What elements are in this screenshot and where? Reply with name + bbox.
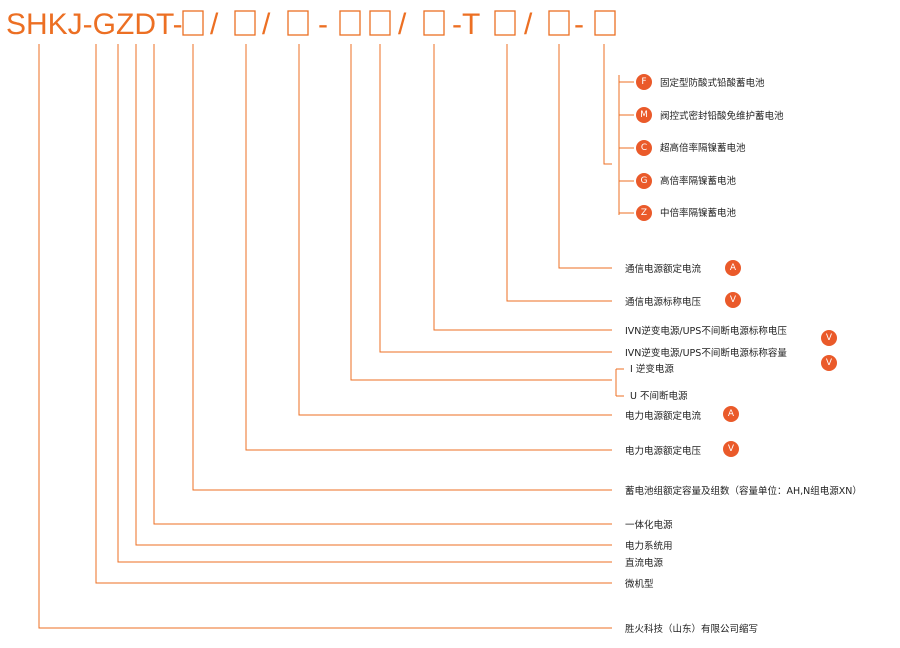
battery-type-f: F 固定型防酸式铅酸蓄电池 bbox=[636, 74, 765, 90]
battery-type-m-label: 阀控式密封铅酸免维护蓄电池 bbox=[660, 110, 784, 122]
leader-lines bbox=[38, 44, 634, 629]
badge-g-letter: G bbox=[641, 176, 648, 186]
leader-battery-group bbox=[192, 44, 612, 491]
comm-current-label: 通信电源额定电流 bbox=[625, 263, 702, 275]
battery-type-g-label: 高倍率隔镍蓄电池 bbox=[660, 175, 737, 187]
power-voltage-label: 电力电源额定电压 bbox=[625, 445, 702, 457]
comm-voltage-unit: V bbox=[730, 295, 737, 305]
battery-type-f-label: 固定型防酸式铅酸蓄电池 bbox=[660, 77, 765, 89]
power-current-label: 电力电源额定电流 bbox=[625, 410, 702, 422]
code-separator-4: / bbox=[398, 8, 407, 41]
battery-group-label: 蓄电池组额定容量及组数（容量单位：AH,N组电源XN） bbox=[625, 485, 862, 497]
battery-type-g: G 高倍率隔镍蓄电池 bbox=[636, 173, 737, 189]
code-slot-ivn-voltage bbox=[423, 10, 445, 36]
badge-m bbox=[636, 107, 652, 123]
dc-power-label: 直流电源 bbox=[625, 557, 664, 569]
code-slot-comm-voltage bbox=[494, 10, 516, 36]
code-slot-ivn-capacity bbox=[369, 10, 391, 36]
power-current-unit: A bbox=[728, 409, 735, 419]
code-slot-power-voltage bbox=[234, 10, 256, 36]
leader-power-system bbox=[135, 44, 612, 546]
ivn-capacity-unit: V bbox=[826, 358, 833, 368]
code-slot-battery-group bbox=[182, 10, 204, 36]
ivn-capacity-label: IVN逆变电源/UPS不间断电源标称容量 bbox=[625, 347, 787, 359]
badge-c bbox=[636, 140, 652, 156]
code-slot-comm-current bbox=[548, 10, 570, 36]
integrated-label: 一体化电源 bbox=[625, 519, 673, 531]
leader-power-voltage bbox=[245, 44, 612, 451]
power-system-label: 电力系统用 bbox=[625, 540, 673, 552]
ivn-voltage-unit: V bbox=[826, 333, 833, 343]
code-separator-6: / bbox=[524, 8, 533, 41]
code-prefix: SHKJ-GZDT- bbox=[6, 8, 183, 41]
leader-micro bbox=[95, 44, 612, 584]
leader-integrated bbox=[153, 44, 612, 525]
badge-m-letter: M bbox=[640, 110, 648, 120]
leader-ivn-voltage bbox=[433, 44, 612, 331]
company-label: 胜火科技（山东）有限公司缩写 bbox=[625, 623, 758, 635]
badge-z bbox=[636, 205, 652, 221]
code-slot-inverter-type bbox=[339, 10, 361, 36]
code-slot-battery-type bbox=[594, 10, 616, 36]
field-labels: 通信电源额定电流 A 通信电源标称电压 V IVN逆变电源/UPS不间断电源标称… bbox=[625, 260, 862, 635]
battery-type-legend: F 固定型防酸式铅酸蓄电池 M 阀控式密封铅酸免维护蓄电池 C 超高倍率隔镍蓄电… bbox=[636, 74, 784, 221]
badge-f-letter: F bbox=[641, 77, 646, 87]
leader-company bbox=[38, 44, 612, 629]
ivn-voltage-unit-badge bbox=[821, 330, 837, 346]
comm-voltage-label: 通信电源标称电压 bbox=[625, 296, 702, 308]
battery-type-z: Z 中倍率隔镍蓄电池 bbox=[636, 205, 737, 221]
leader-comm-voltage bbox=[506, 44, 612, 302]
leader-ivn-capacity bbox=[379, 44, 612, 353]
battery-type-z-label: 中倍率隔镍蓄电池 bbox=[660, 207, 737, 219]
code-separator-5: -T bbox=[452, 8, 480, 41]
micro-label: 微机型 bbox=[625, 578, 654, 590]
code-separator-3: - bbox=[318, 8, 328, 41]
ivn-capacity-unit-badge bbox=[821, 355, 837, 371]
power-voltage-unit: V bbox=[728, 444, 735, 454]
code-separator-7: - bbox=[574, 8, 584, 41]
battery-type-m: M 阀控式密封铅酸免维护蓄电池 bbox=[636, 107, 784, 123]
ivn-voltage-label: IVN逆变电源/UPS不间断电源标称电压 bbox=[625, 325, 787, 337]
code-separator-2: / bbox=[262, 8, 271, 41]
bracket-inverter-ups bbox=[615, 368, 624, 397]
leader-comm-current bbox=[558, 44, 612, 269]
leader-dc-power bbox=[117, 44, 612, 563]
power-voltage-unit-badge bbox=[723, 441, 739, 457]
badge-z-letter: Z bbox=[641, 208, 647, 218]
leader-power-current bbox=[298, 44, 612, 416]
leader-inverter-type bbox=[350, 44, 612, 381]
comm-current-unit-badge bbox=[725, 260, 741, 276]
badge-g bbox=[636, 173, 652, 189]
leader-battery-type bbox=[603, 44, 612, 165]
code-separator-1: / bbox=[210, 8, 219, 41]
model-code: SHKJ-GZDT- / / - / -T / - bbox=[6, 8, 616, 41]
comm-voltage-unit-badge bbox=[725, 292, 741, 308]
power-current-unit-badge bbox=[723, 406, 739, 422]
badge-c-letter: C bbox=[641, 143, 647, 153]
inverter-label: I 逆变电源 bbox=[630, 363, 674, 375]
code-slot-power-current bbox=[287, 10, 309, 36]
battery-type-c: C 超高倍率隔镍蓄电池 bbox=[636, 140, 746, 156]
ups-label: U 不间断电源 bbox=[630, 390, 688, 402]
comm-current-unit: A bbox=[730, 263, 737, 273]
badge-f bbox=[636, 74, 652, 90]
battery-type-c-label: 超高倍率隔镍蓄电池 bbox=[660, 142, 746, 154]
